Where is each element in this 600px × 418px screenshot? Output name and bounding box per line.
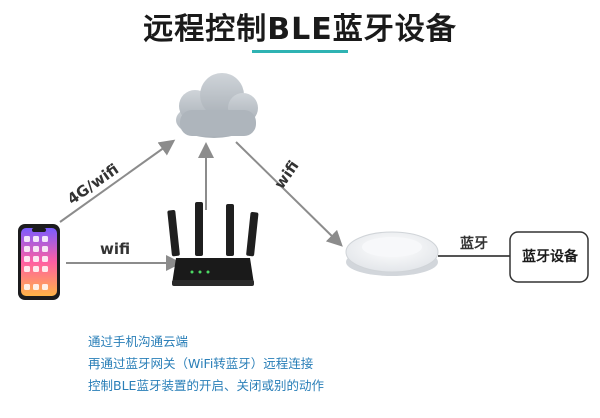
- page-title: 远程控制BLE蓝牙设备: [143, 12, 457, 47]
- smartphone-icon: [18, 224, 60, 300]
- arrow-cloud-to-gateway: [235, 141, 343, 247]
- note-line-3: 控制BLE蓝牙装置的开启、关闭或别的动作: [88, 378, 324, 393]
- bluetooth-device-box: [509, 231, 589, 283]
- label-bluetooth: 蓝牙: [460, 235, 488, 252]
- bluetooth-device-label: 蓝牙设备: [522, 249, 578, 265]
- notes-block: 通过手机沟通云端 再通过蓝牙网关（WiFi转蓝牙）远程连接 控制BLE蓝牙装置的…: [88, 331, 324, 397]
- cloud-icon: [176, 73, 258, 138]
- bluetooth-gateway-icon: [345, 231, 439, 276]
- note-line-1: 通过手机沟通云端: [88, 334, 189, 349]
- title-underline: [252, 50, 348, 53]
- router-icon: [167, 202, 259, 286]
- label-wifi-cloud-gateway: wifi: [271, 157, 303, 192]
- arrow-phone-to-cloud: [59, 139, 176, 223]
- note-line-2: 再通过蓝牙网关（WiFi转蓝牙）远程连接: [88, 356, 314, 371]
- label-wifi-phone-router: wifi: [100, 240, 130, 258]
